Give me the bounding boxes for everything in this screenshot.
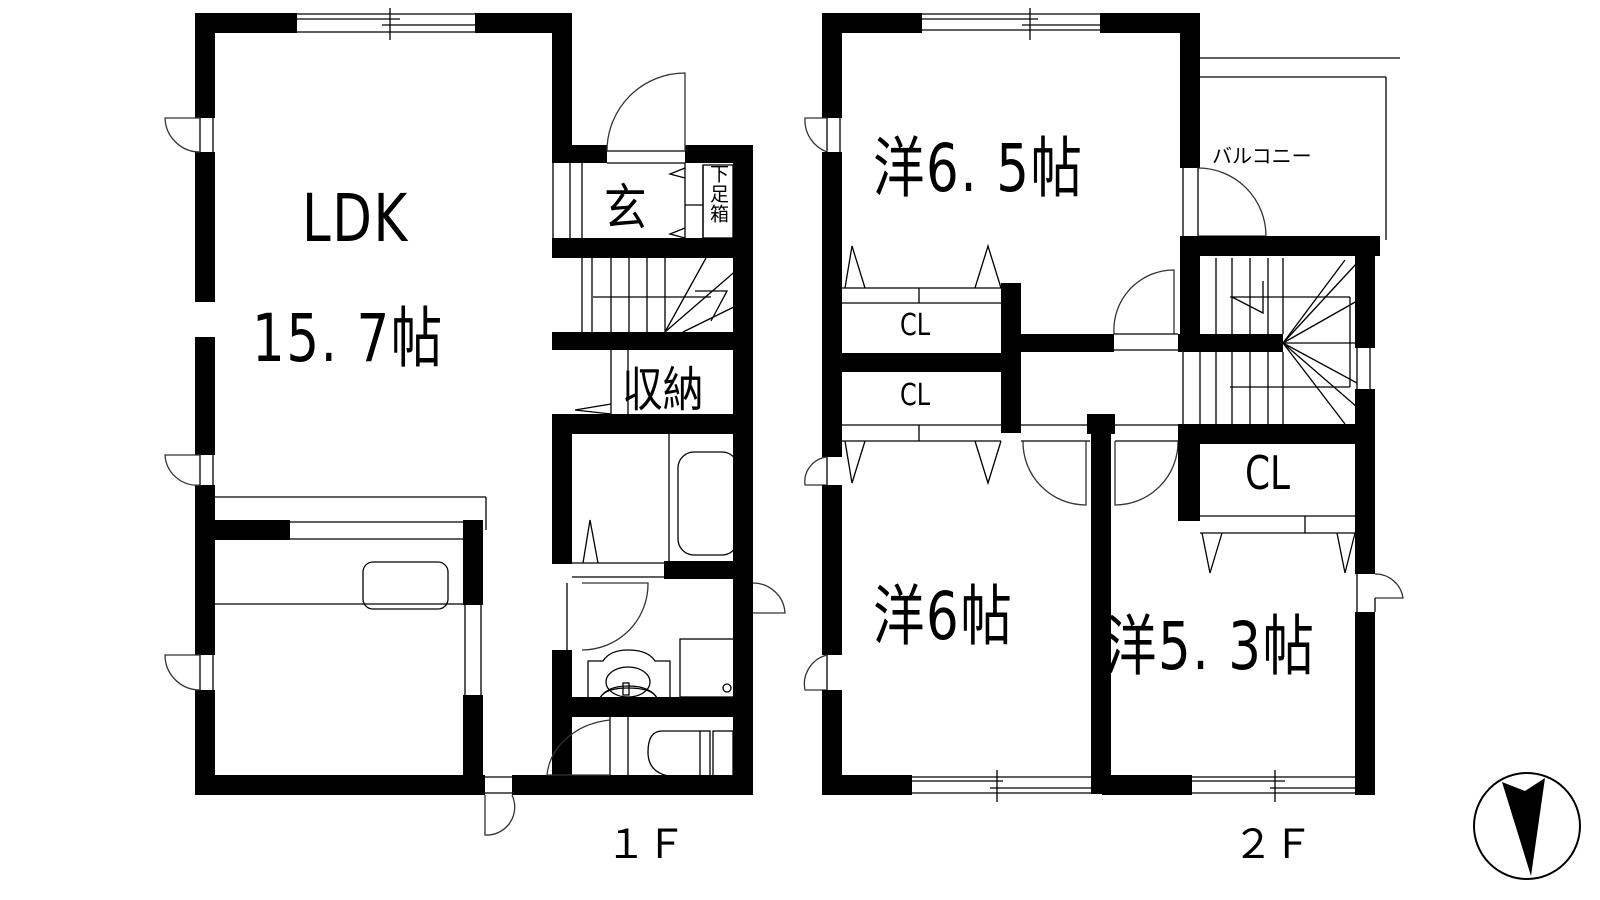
room-size-ldk: 15. 7帖: [252, 300, 444, 377]
staircase-1f: [581, 257, 747, 333]
room-label-storage: 収納: [622, 362, 704, 418]
floor-2-walls: [803, 8, 1404, 802]
room-label-balcony: バルコニー: [1212, 144, 1312, 168]
room-label-ldk: LDK: [302, 180, 409, 257]
room-label-entrance: 玄: [604, 179, 647, 237]
closet-label-3: CL: [1245, 446, 1291, 500]
floor-label-2f: ２Ｆ: [1233, 822, 1313, 868]
room-label-western-6: 洋6帖: [873, 578, 1014, 655]
north-arrow-icon: [1473, 772, 1581, 880]
room-label-western-5-3: 洋5. 3帖: [1105, 608, 1316, 685]
staircase-2f: [1182, 258, 1358, 425]
room-label-western-6-5: 洋6. 5帖: [873, 130, 1084, 207]
room-label-shoe-box: 下足箱: [707, 164, 729, 224]
floor-1-walls: [164, 8, 786, 836]
closet-label-1: CL: [900, 308, 931, 343]
closet-label-2: CL: [900, 378, 931, 413]
floor-label-1f: １Ｆ: [606, 822, 686, 868]
